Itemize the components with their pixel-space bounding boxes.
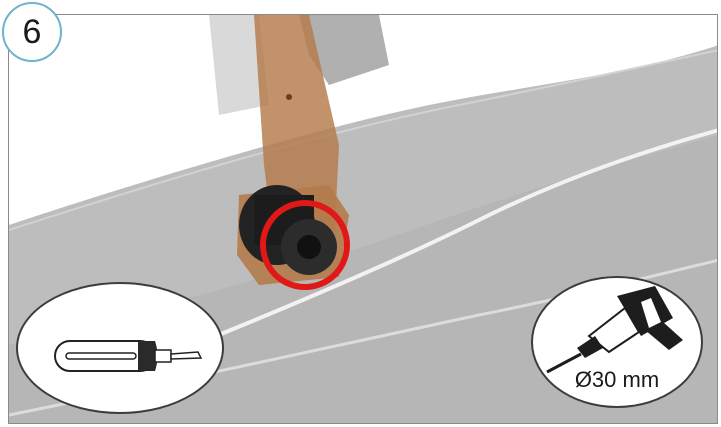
drill-size-label: Ø30 mm: [533, 367, 701, 393]
bushing-center: [297, 235, 321, 259]
step-number-badge: 6: [2, 2, 62, 62]
bracket-hole: [286, 94, 292, 100]
hole-saw-bit-icon: [18, 284, 222, 412]
step-number: 6: [23, 13, 42, 52]
drill-callout: Ø30 mm: [531, 276, 703, 408]
tool-callout: [16, 282, 224, 414]
